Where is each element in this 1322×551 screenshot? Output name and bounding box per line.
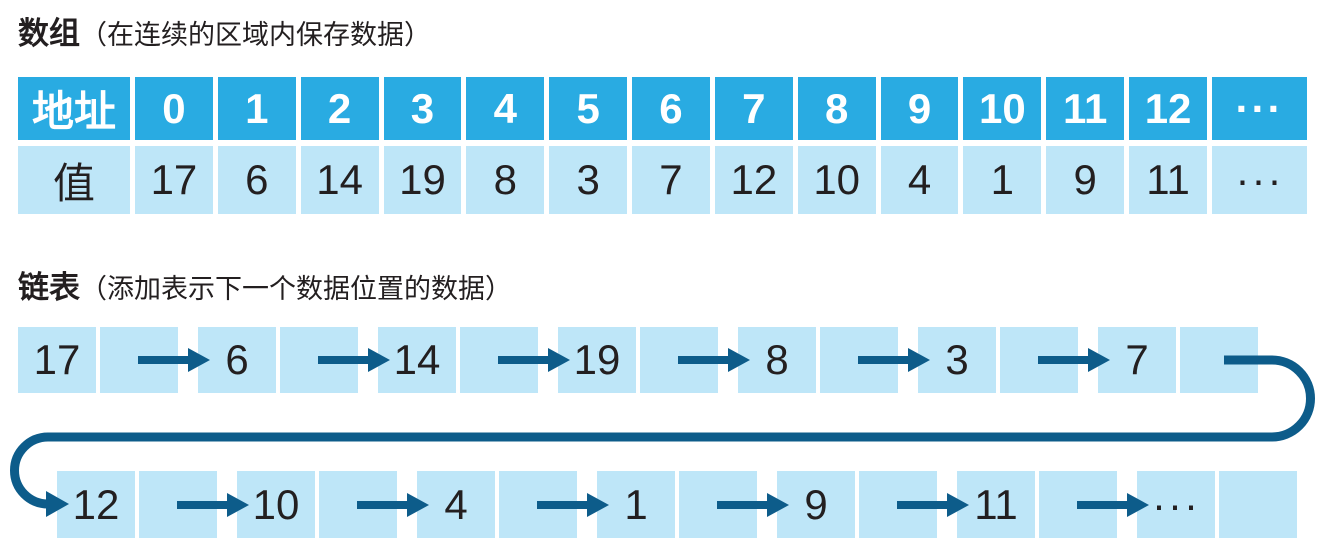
address-row-label: 地址 xyxy=(18,77,130,140)
address-cell: 0 xyxy=(135,77,213,140)
linked-list-title-term: 链表 xyxy=(18,270,80,305)
list-node: 9 xyxy=(777,471,969,538)
array-title-term: 数组 xyxy=(18,16,80,51)
list-node: 6 xyxy=(198,327,390,393)
list-node: 8 xyxy=(738,327,930,393)
value-cell: 14 xyxy=(300,146,379,214)
address-cell: 2 xyxy=(300,77,379,140)
list-node: 7 xyxy=(1098,327,1258,393)
next-pointer-arrow-icon xyxy=(1038,348,1110,372)
list-node: 4 xyxy=(417,471,609,538)
value-cell: 12 xyxy=(714,146,793,214)
list-node: 10 xyxy=(237,471,429,538)
list-node: 19 xyxy=(558,327,750,393)
next-pointer-arrow-icon xyxy=(717,492,789,517)
list-node: 12 xyxy=(57,471,249,538)
next-pointer-arrow-icon xyxy=(678,348,750,372)
address-cell: 1 xyxy=(217,77,296,140)
address-cell: 12 xyxy=(1129,77,1207,140)
value-cell: 7 xyxy=(632,146,710,214)
list-node: 1 xyxy=(597,471,789,538)
address-cell: 9 xyxy=(880,77,959,140)
value-cell: 6 xyxy=(217,146,296,214)
value-cell: 11 xyxy=(1129,146,1207,214)
next-pointer-arrow-icon xyxy=(357,492,429,517)
array-table: 地址 0 1 2 3 4 5 6 7 8 9 10 11 12 ··· 值 17… xyxy=(18,77,1307,214)
list-node: 17 xyxy=(18,327,210,393)
node-pointer-box xyxy=(1219,471,1297,538)
linked-list-row-2: 12 10 4 1 9 11 ··· xyxy=(57,471,1317,538)
value-cell: 8 xyxy=(466,146,545,214)
address-ellipsis-cell: ··· xyxy=(1211,77,1307,140)
linked-list-row-1: 17 6 14 19 8 3 7 xyxy=(18,327,1278,393)
array-section-title: 数组（在连续的区域内保存数据） xyxy=(18,8,431,53)
value-row: 值 17 6 14 19 8 3 7 12 10 4 1 9 11 ··· xyxy=(18,146,1307,214)
node-value-box: 17 xyxy=(18,327,96,393)
address-cell: 6 xyxy=(632,77,710,140)
list-node: 14 xyxy=(378,327,570,393)
address-row: 地址 0 1 2 3 4 5 6 7 8 9 10 11 12 ··· xyxy=(18,77,1307,140)
address-cell: 7 xyxy=(714,77,793,140)
list-node: ··· xyxy=(1137,471,1297,538)
next-pointer-arrow-icon xyxy=(318,348,390,372)
value-cell: 9 xyxy=(1046,146,1125,214)
linked-list-section-title: 链表（添加表示下一个数据位置的数据） xyxy=(18,262,512,307)
next-pointer-arrow-icon xyxy=(177,492,249,517)
next-pointer-arrow-icon xyxy=(498,348,570,372)
next-pointer-arrow-icon xyxy=(537,492,609,517)
next-pointer-arrow-icon xyxy=(138,348,210,372)
value-cell: 19 xyxy=(383,146,462,214)
value-cell: 3 xyxy=(549,146,628,214)
address-cell: 11 xyxy=(1046,77,1125,140)
value-cell: 10 xyxy=(797,146,876,214)
address-cell: 8 xyxy=(797,77,876,140)
array-title-note: （在连续的区域内保存数据） xyxy=(80,20,431,50)
address-cell: 10 xyxy=(963,77,1042,140)
node-pointer-box xyxy=(1180,327,1258,393)
value-cell: 17 xyxy=(135,146,213,214)
address-cell: 5 xyxy=(549,77,628,140)
list-node: 11 xyxy=(957,471,1149,538)
node-value-box: 12 xyxy=(57,471,135,538)
list-node: 3 xyxy=(918,327,1110,393)
value-ellipsis-cell: ··· xyxy=(1211,146,1307,214)
next-pointer-arrow-icon xyxy=(897,492,969,517)
address-cell: 3 xyxy=(383,77,462,140)
value-cell: 1 xyxy=(963,146,1042,214)
next-pointer-arrow-icon xyxy=(1077,492,1149,517)
linked-list-title-note: （添加表示下一个数据位置的数据） xyxy=(80,274,512,304)
value-cell: 4 xyxy=(880,146,959,214)
value-row-label: 值 xyxy=(18,146,130,214)
next-pointer-arrow-icon xyxy=(858,348,930,372)
address-cell: 4 xyxy=(466,77,545,140)
